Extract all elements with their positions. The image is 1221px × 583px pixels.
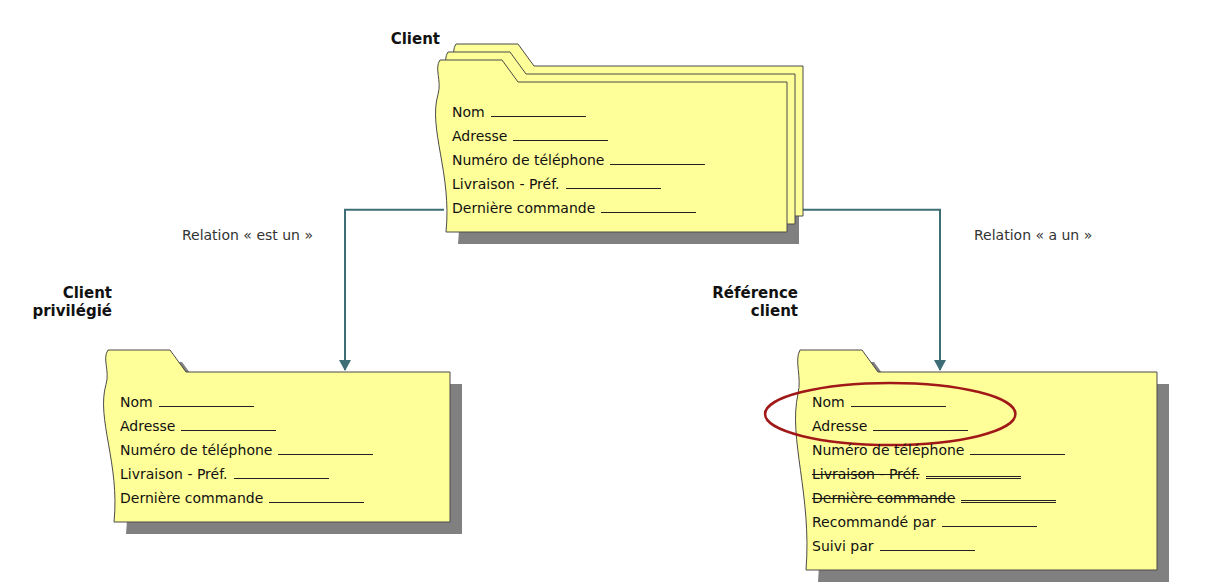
field-label: Suivi par [812,534,975,558]
relation-label: Relation « a un » [972,226,1094,244]
card-title: Client [391,30,440,48]
field-label: Adresse [452,124,608,148]
field-label: Adresse [120,414,276,438]
card-body [796,350,1157,570]
field-label: Adresse [812,414,968,438]
relation-label: Relation « est un » [180,226,315,244]
field-label: Dernière commande [120,486,364,510]
relation-arrow [345,210,444,370]
field-label: Nom [452,100,586,124]
field-label: Numéro de téléphone [120,438,373,462]
field-label: Numéro de téléphone [452,148,705,172]
relation-arrow [787,210,940,370]
record-card: ClientNomAdresseNuméro de téléphoneLivra… [432,60,787,232]
field-label: Nom [120,390,254,414]
highlight-ellipse [765,383,1015,445]
card-title: Référence client [703,284,798,320]
card-title: Client privilégié [17,284,112,320]
record-card: Client privilégiéNomAdresseNuméro de tél… [100,350,450,522]
field-label: Recommandé par [812,510,1037,534]
card-outline [792,350,1157,570]
field-label: Numéro de téléphone [812,438,1065,462]
field-label: Livraison - Préf. [452,172,661,196]
field-label: Dernière commande [812,486,1056,510]
field-label: Livraison - Préf. [812,462,1021,486]
field-label: Nom [812,390,946,414]
card-body [436,60,787,232]
field-label: Dernière commande [452,196,696,220]
card-body [104,350,450,522]
field-label: Livraison - Préf. [120,462,329,486]
record-card: Référence clientNomAdresseNuméro de télé… [792,350,1157,570]
